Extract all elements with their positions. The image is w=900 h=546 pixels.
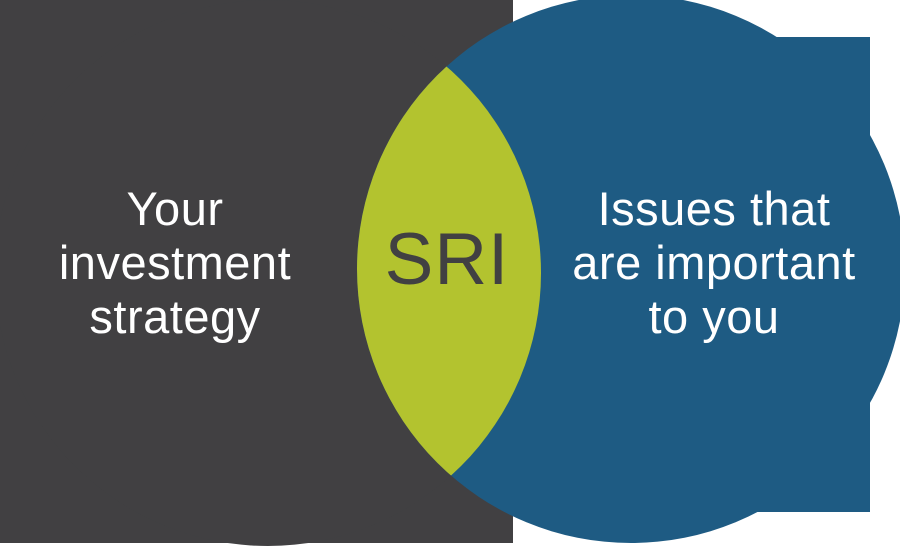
left-label-line-1: Your — [126, 182, 224, 235]
right-square-shape — [700, 37, 870, 512]
right-label-line-2: are important — [572, 236, 856, 289]
overlap-lens-shape — [357, 0, 541, 543]
left-label: Your investment strategy — [0, 182, 350, 344]
right-label-line-3: to you — [648, 290, 780, 343]
overlap-label: SRI — [384, 219, 510, 300]
right-label-line-1: Issues that — [597, 182, 831, 235]
left-label-line-3: strategy — [89, 290, 261, 343]
left-label-line-2: investment — [58, 236, 292, 289]
right-label: Issues that are important to you — [524, 182, 900, 344]
